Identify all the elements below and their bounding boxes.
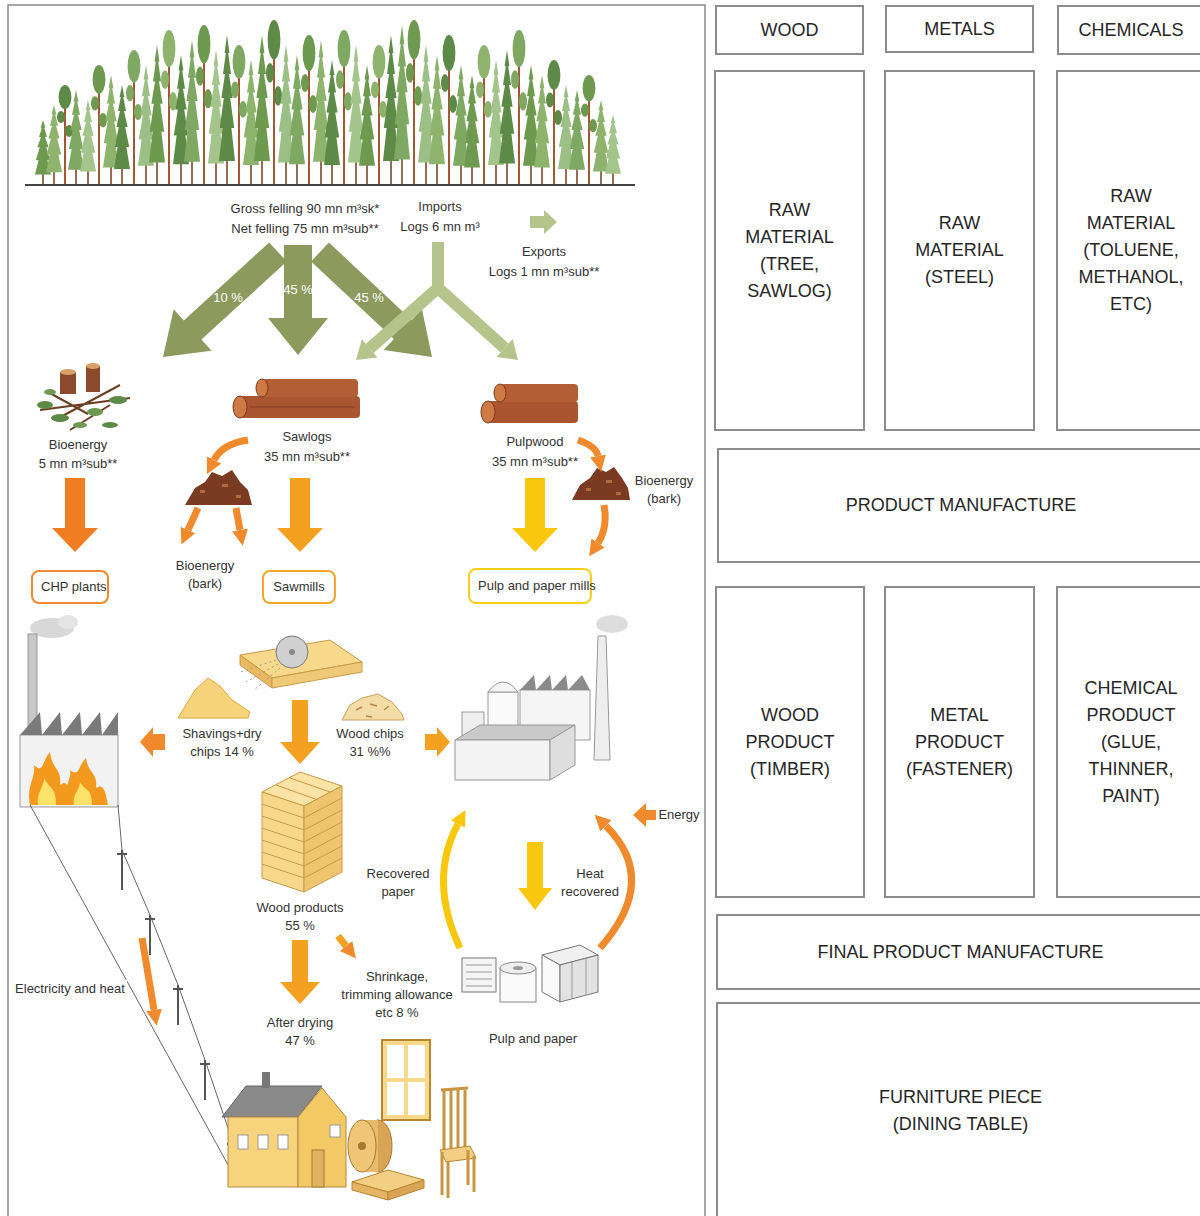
column-header: CHEMICALS [1057,5,1200,55]
figure-label: 10 % [211,289,245,307]
box-text: RAW MATERIAL (TREE, SAWLOG) [730,197,849,305]
figure-label: Imports [416,198,463,216]
column-header: METALS [885,5,1034,53]
figure-label: Energy [656,806,701,824]
figure-label: Bioenergy [47,436,110,454]
box-text: FURNITURE PIECE (DINING TABLE) [868,1084,1053,1138]
chp-plant-building [20,615,118,807]
box-text: RAW MATERIAL (STEEL) [900,210,1019,291]
mill-box: Sawmills [262,570,336,604]
box-text: CHP plants [41,579,99,595]
product-box: CHEMICAL PRODUCT (GLUE, THINNER, PAINT) [1056,586,1200,898]
process-band: FINAL PRODUCT MANUFACTURE [716,914,1200,990]
product-box: METAL PRODUCT (FASTENER) [884,586,1035,898]
figure-label: Gross felling 90 mn m³sk* [229,200,382,218]
figure-label: Sawlogs [280,428,333,446]
process-band: PRODUCT MANUFACTURE [717,448,1200,563]
column-header: WOOD [715,5,864,55]
electricity-arrow [142,938,154,1010]
harvest-residues [37,363,130,430]
box-text: Pulp and paper mills [478,578,582,594]
figure-label: Heat recovered [556,865,624,901]
forest-trees [25,20,635,185]
figure-label: Pulpwood [504,433,565,451]
felling-arrows [163,242,432,357]
product-box: WOOD PRODUCT (TIMBER) [715,586,865,898]
box-text: WOOD PRODUCT (TIMBER) [731,702,849,783]
flow-block-arrows [52,478,558,552]
raw-material-box: RAW MATERIAL (TOLUENE, METHANOL, ETC) [1056,70,1200,431]
bark-piles [185,467,630,505]
figure-label: Logs 6 mn m³ [398,218,481,236]
box-text: METAL PRODUCT (FASTENER) [900,702,1019,783]
wood-end-products [222,1040,476,1200]
figure-label: 35 mn m³sub** [262,448,352,466]
figure-label: Net felling 75 mn m³sub** [229,220,380,238]
mill-box: Pulp and paper mills [468,568,592,604]
box-text: CHEMICALS [1078,17,1183,44]
sawlog-pile [233,379,360,418]
chip-piles [178,678,404,720]
figure-label: Bioenergy (bark) [170,557,240,593]
figure-label: Wood products 55 % [250,899,350,935]
figure-label: 5 mn m³sub** [37,455,120,473]
box-text: METALS [924,16,995,43]
figure-label: Exports [520,243,568,261]
sawmill-saw [240,636,362,690]
figure-label: 45 % [352,289,386,307]
raw-material-box: RAW MATERIAL (TREE, SAWLOG) [714,70,865,431]
import-export-arrows [356,210,557,360]
lumber-stack [262,772,342,892]
panel-frame [8,5,705,1216]
raw-material-box: RAW MATERIAL (STEEL) [884,70,1035,431]
final-product-box: FURNITURE PIECE (DINING TABLE) [716,1002,1200,1216]
figure-label: Wood chips 31 %% [330,725,410,761]
figure-label: 35 mn m³sub** [490,453,580,471]
figure-label: After drying 47 % [257,1014,343,1050]
figure-label: Recovered paper [362,865,434,901]
pulpwood-pile [481,384,578,423]
box-text: FINAL PRODUCT MANUFACTURE [817,939,1103,966]
box-text: CHEMICAL PRODUCT (GLUE, THINNER, PAINT) [1072,675,1190,810]
figure-label: Bioenergy (bark) [629,472,699,508]
box-text: WOOD [761,17,819,44]
figure-label: Shavings+dry chips 14 % [167,725,277,761]
mill-box: CHP plants [31,570,109,604]
box-text: PRODUCT MANUFACTURE [846,492,1077,519]
pulp-mill-arrows [443,803,656,948]
figure-label: Pulp and paper [487,1030,579,1048]
paper-products [462,945,598,1002]
pulp-mill-building [455,615,628,780]
box-text: Sawmills [273,579,324,595]
figure-label: Logs 1 mn m³sub** [487,263,602,281]
figure-label: Electricity and heat [13,980,127,998]
sawmill-flow-arrows [140,700,450,1004]
figure-label: Shrinkage, trimming allowance etc 8 % [339,968,455,1022]
box-text: RAW MATERIAL (TOLUENE, METHANOL, ETC) [1072,183,1190,318]
figure-label: 45 % [281,281,315,299]
